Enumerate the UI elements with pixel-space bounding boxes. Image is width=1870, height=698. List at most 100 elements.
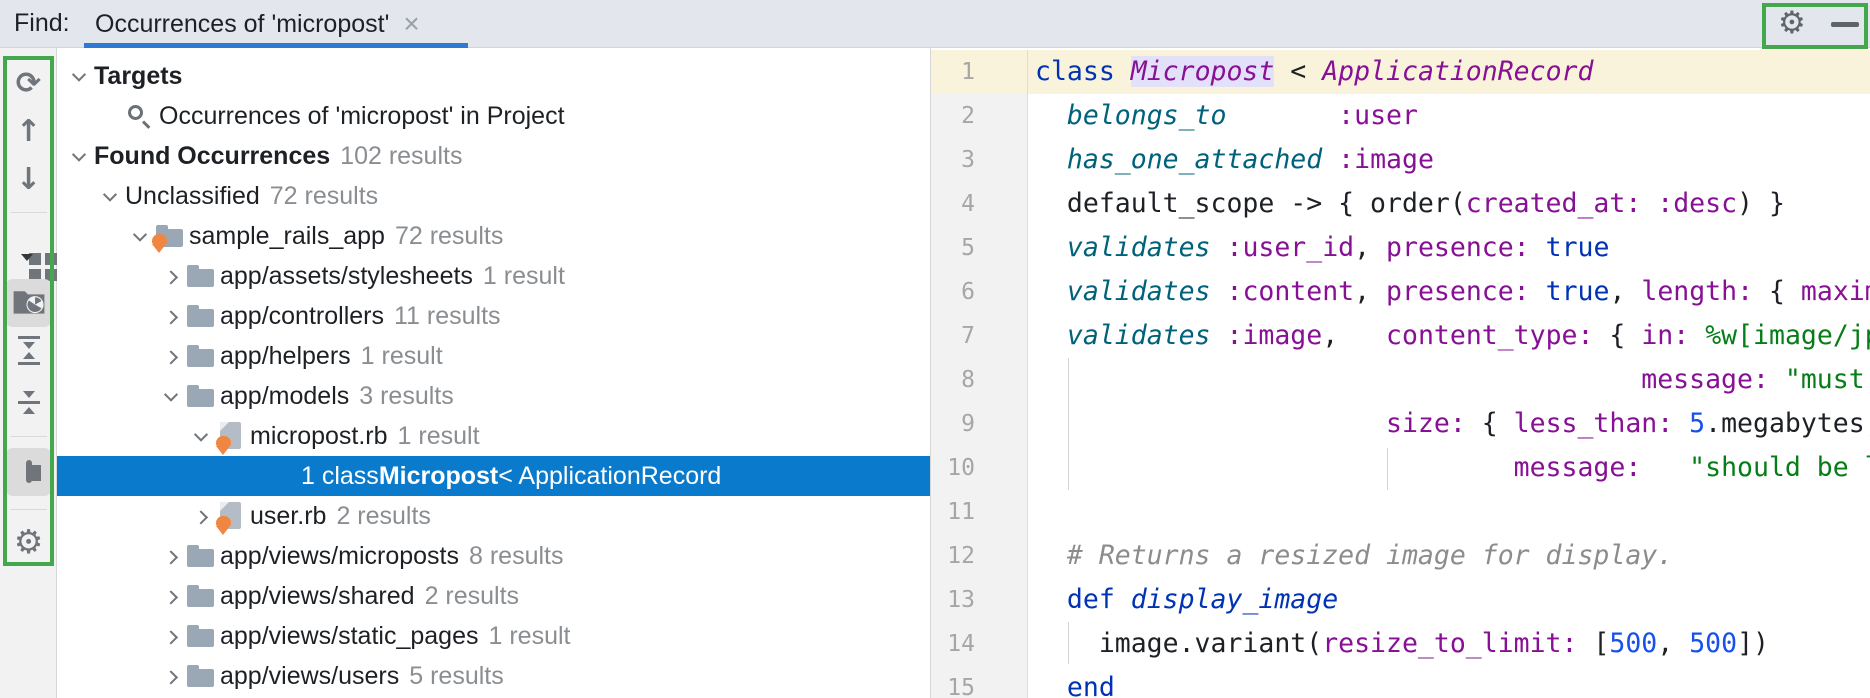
ruby-file-icon [216,416,250,456]
folder-icon [186,576,220,616]
line-number: 15 [931,666,1028,698]
tool-window-header: Find: Occurrences of 'micropost' × ⚙ [0,0,1870,48]
collapse-all-icon [17,390,40,414]
chevron-down-icon[interactable] [193,427,209,442]
tree-row-sample-rails-app[interactable]: sample_rails_app 72 results [57,216,930,256]
code-text: # Returns a resized image for display. [1066,540,1674,571]
tree-row-label: app/helpers [220,341,351,370]
group-by-button[interactable] [5,231,57,281]
tree-row-label: Occurrences of 'micropost' in Project [159,101,565,130]
preview-icon [25,460,41,483]
line-number: 11 [931,490,1028,534]
chevron-right-icon[interactable] [163,310,179,325]
active-tab-underline [84,43,468,48]
chevron-down-icon[interactable] [102,187,118,202]
close-tab-icon[interactable]: × [403,8,420,39]
header-gear-icon[interactable]: ⚙ [1778,5,1806,41]
result-count: 2 results [424,581,520,610]
folder-icon [186,616,220,656]
code-line-6[interactable]: 6 validates :content, presence: true, le… [931,270,1870,314]
tree-row-targets[interactable]: Targets [57,56,930,96]
next-occurrence-button[interactable]: ↓ [5,158,52,202]
code-line-2[interactable]: 2 belongs_to :user [931,94,1870,138]
chevron-slot [156,616,186,656]
chevron-down-icon[interactable] [71,67,87,82]
search-result-row-selected[interactable]: 1 class Micropost < ApplicationRecord [57,456,930,496]
result-count: 102 results [340,141,463,170]
code-text [1028,490,1870,534]
code-line-5[interactable]: 5 validates :user_id, presence: true [931,226,1870,270]
toolbar-separator [10,212,47,213]
result-count: 1 result [397,421,480,450]
tree-row-app-views-shared[interactable]: app/views/shared 2 results [57,576,930,616]
chevron-down-icon[interactable] [71,147,87,162]
code-line-15[interactable]: 15 end [931,666,1870,698]
code-line-13[interactable]: 13 def display_image [931,578,1870,622]
chevron-right-icon[interactable] [163,670,179,685]
tree-row-label: user.rb [250,501,327,530]
chevron-right-icon[interactable] [163,630,179,645]
chevron-right-icon[interactable] [163,590,179,605]
preview-button[interactable] [5,448,52,496]
collapse-all-button[interactable] [5,380,52,424]
chevron-right-icon[interactable] [163,550,179,565]
result-count: 72 results [394,221,504,250]
settings-button[interactable]: ⚙ [5,519,52,563]
code-line-7[interactable]: 7 validates :image, content_type: { in: … [931,314,1870,358]
code-text: default_scope -> { order(created_at: :de… [1035,188,1785,219]
code-line-9[interactable]: 9 size: { less_than: 5.megabytes, [931,402,1870,446]
match-text: Micropost [378,461,499,490]
line-number: 9 [931,402,1028,446]
group-by-directory-button[interactable] [5,279,52,327]
tab-occurrences-of-micropost[interactable]: Occurrences of 'micropost' × [84,0,431,48]
chevron-right-icon[interactable] [163,270,179,285]
chevron-right-icon[interactable] [193,510,209,525]
expand-all-button[interactable] [5,328,52,372]
tree-row-label: app/models [220,381,350,410]
code-text: def display_image [1066,584,1339,615]
tree-row-label: app/views/shared [220,581,415,610]
rerun-search-button[interactable]: ⟳ [5,62,52,106]
tree-row-occurrences-of-micropost-in-project[interactable]: Occurrences of 'micropost' in Project [57,96,930,136]
chevron-right-icon[interactable] [163,350,179,365]
chevron-slot [156,376,186,416]
line-number: 2 [931,94,1028,138]
folder-icon [186,256,220,296]
indent-guide [1386,448,1388,490]
refresh-icon: ⟳ [15,66,42,101]
tree-row-found-occurrences[interactable]: Found Occurrences 102 results [57,136,930,176]
tree-row-label: app/controllers [220,301,384,330]
chevron-down-icon[interactable] [132,227,148,242]
code-line-14[interactable]: 14 image.variant(resize_to_limit: [500, … [931,622,1870,666]
code-text: has_one_attached :image [1066,144,1434,175]
indent-guide [1067,622,1069,664]
minimize-icon[interactable] [1831,22,1859,27]
code-line-3[interactable]: 3 has_one_attached :image [931,138,1870,182]
tree-row-label: sample_rails_app [189,221,385,250]
previous-occurrence-button[interactable]: ↑ [5,110,52,154]
chevron-slot [95,96,125,136]
arrow-down-icon: ↓ [15,162,42,197]
code-text: validates :image, content_type: { in: %w… [1066,320,1870,351]
code-line-10[interactable]: 10 message: "should be less than 5MB" } [931,446,1870,490]
code-line-4[interactable]: 4 default_scope -> { order(created_at: :… [931,182,1870,226]
code-line-12[interactable]: 12 # Returns a resized image for display… [931,534,1870,578]
chevron-down-icon[interactable] [163,387,179,402]
code-line-11[interactable]: 11 [931,490,1870,534]
result-count: 1 result [482,261,565,290]
tree-row-label: Found Occurrences [94,141,331,170]
code-line-8[interactable]: 8 message: "must be a valid image format… [931,358,1870,402]
